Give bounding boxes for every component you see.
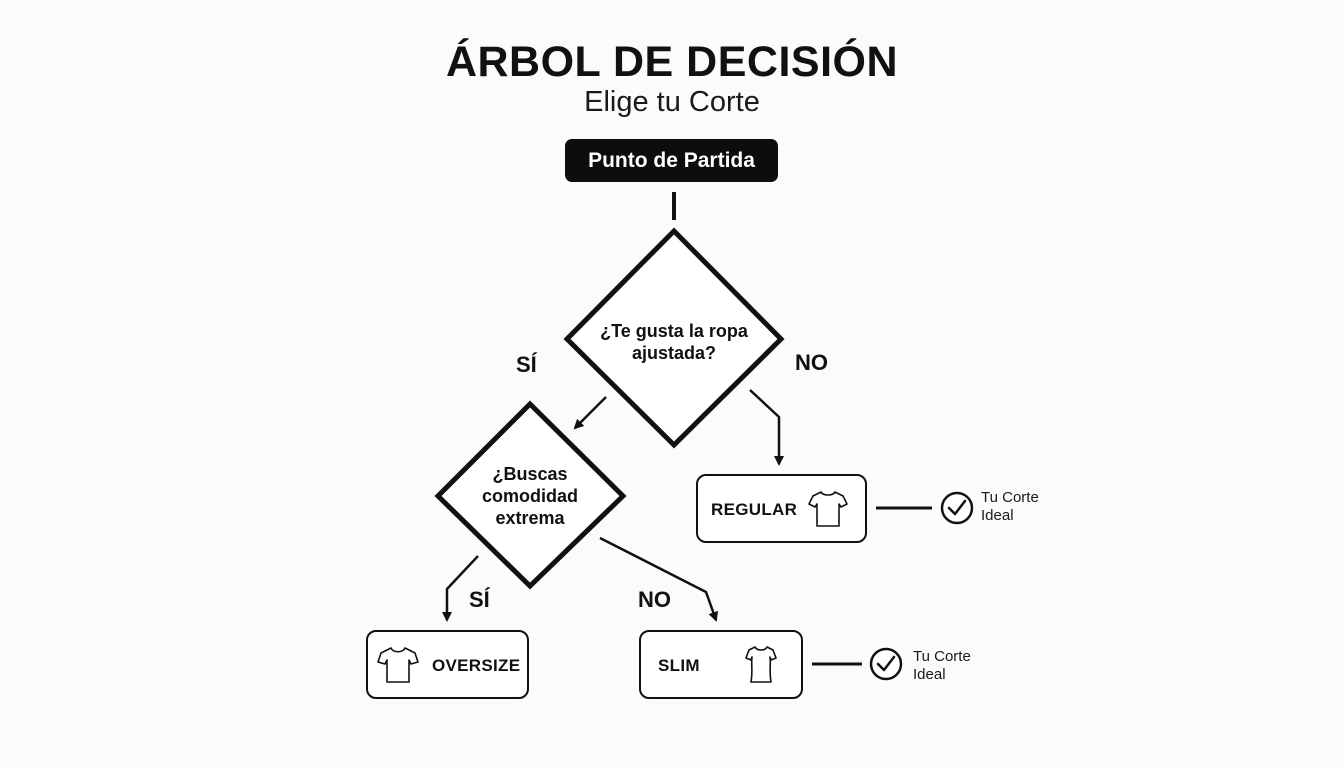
start-node-label: Punto de Partida bbox=[588, 148, 755, 172]
question1-yes-label: SÍ bbox=[516, 352, 537, 377]
diagram-title: ÁRBOL DE DECISIÓN bbox=[445, 38, 899, 86]
tshirt-icon bbox=[808, 491, 848, 527]
result-slim-box: SLIM bbox=[639, 630, 803, 699]
ideal-line1: Tu Corte bbox=[913, 648, 971, 665]
ideal-line2: Ideal bbox=[981, 507, 1014, 524]
ideal-line1: Tu Corte bbox=[981, 489, 1039, 506]
result-oversize-label: OVERSIZE bbox=[432, 656, 521, 675]
q1-yes-arrow bbox=[573, 396, 607, 430]
question2-line1: ¿Buscas bbox=[492, 464, 568, 484]
check-circle-icon bbox=[940, 491, 974, 525]
q1-no-arrow bbox=[749, 389, 784, 466]
check-circle-icon bbox=[869, 647, 903, 681]
question2-no-label: NO bbox=[638, 587, 671, 612]
q2-yes-arrow bbox=[442, 555, 479, 622]
question2-diamond bbox=[434, 400, 627, 590]
question1-diamond bbox=[563, 227, 785, 449]
fitted-shirt-icon bbox=[745, 646, 777, 683]
question2-text: ¿Buscas comodidad extrema bbox=[460, 463, 600, 529]
question2-yes-label: SÍ bbox=[469, 587, 490, 612]
result-slim-label: SLIM bbox=[658, 656, 700, 675]
question2-line2: comodidad bbox=[481, 486, 578, 506]
ideal-text-slim: Tu Corte Ideal bbox=[913, 648, 971, 684]
start-node: Punto de Partida bbox=[565, 139, 778, 182]
question1-line1: ¿Te gusta la ropa bbox=[600, 321, 748, 341]
ideal-text-regular: Tu Corte Ideal bbox=[981, 489, 1039, 525]
question2-line3: extrema bbox=[495, 508, 565, 528]
question1-line2: ajustada? bbox=[631, 343, 717, 363]
question1-no-label: NO bbox=[795, 350, 828, 375]
q2-no-arrow bbox=[599, 536, 719, 622]
result-regular-box: REGULAR bbox=[696, 474, 867, 543]
tshirt-icon bbox=[377, 647, 419, 683]
result-oversize-box: OVERSIZE bbox=[366, 630, 529, 699]
question1-text: ¿Te gusta la ropa ajustada? bbox=[574, 320, 774, 364]
diagram-subtitle: Elige tu Corte bbox=[584, 86, 760, 118]
result-regular-label: REGULAR bbox=[711, 500, 798, 519]
ideal-line2: Ideal bbox=[913, 666, 946, 683]
